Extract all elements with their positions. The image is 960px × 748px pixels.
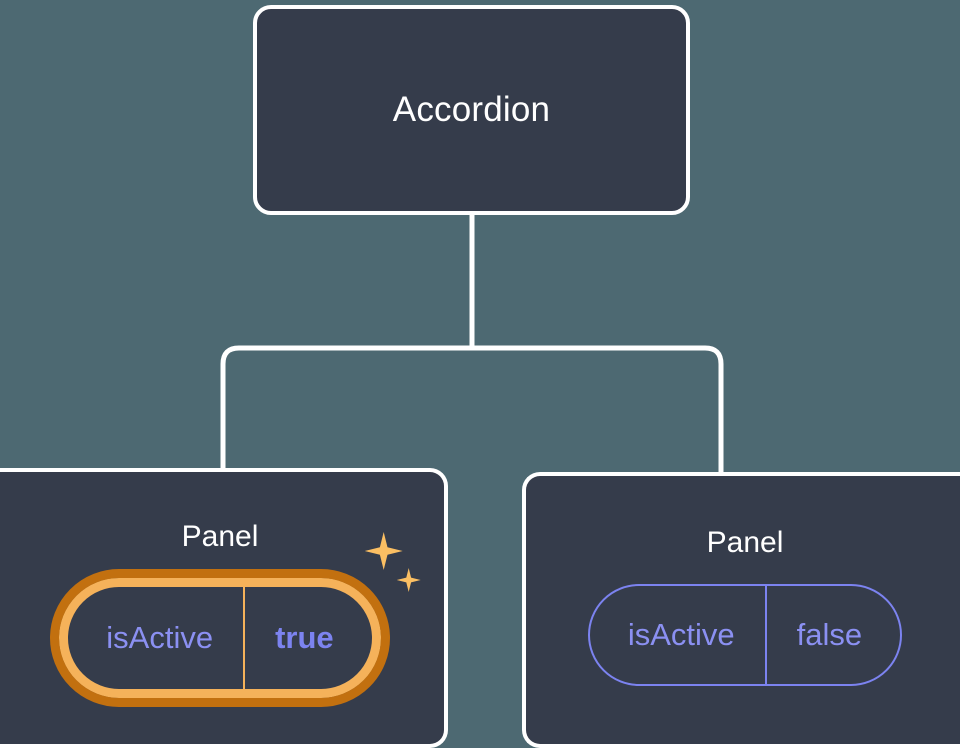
prop-value: true — [243, 587, 372, 689]
prop-pill-isactive-false[interactable]: isActive false — [587, 584, 903, 686]
prop-pill-wrapper: isActive true — [50, 532, 421, 707]
connector-branch-bar — [220, 345, 724, 472]
prop-value: false — [764, 586, 900, 684]
sparkles-group — [363, 532, 427, 606]
node-title: Panel — [181, 520, 259, 553]
prop-key: isActive — [627, 617, 735, 652]
node-panel-active[interactable]: Panel isActive true — [0, 468, 448, 748]
prop-key: isActive — [106, 620, 214, 655]
sparkle-icon — [364, 532, 403, 570]
node-title: Panel — [706, 526, 784, 559]
prop-pill-isactive-true[interactable]: isActive true — [50, 569, 390, 707]
prop-pill-wrapper: isActive false — [587, 584, 903, 686]
node-panel-inactive[interactable]: Panel isActive false — [522, 472, 960, 748]
sparkle-icon — [396, 568, 421, 592]
node-accordion[interactable]: Accordion — [253, 5, 690, 215]
node-title: Accordion — [392, 90, 551, 129]
